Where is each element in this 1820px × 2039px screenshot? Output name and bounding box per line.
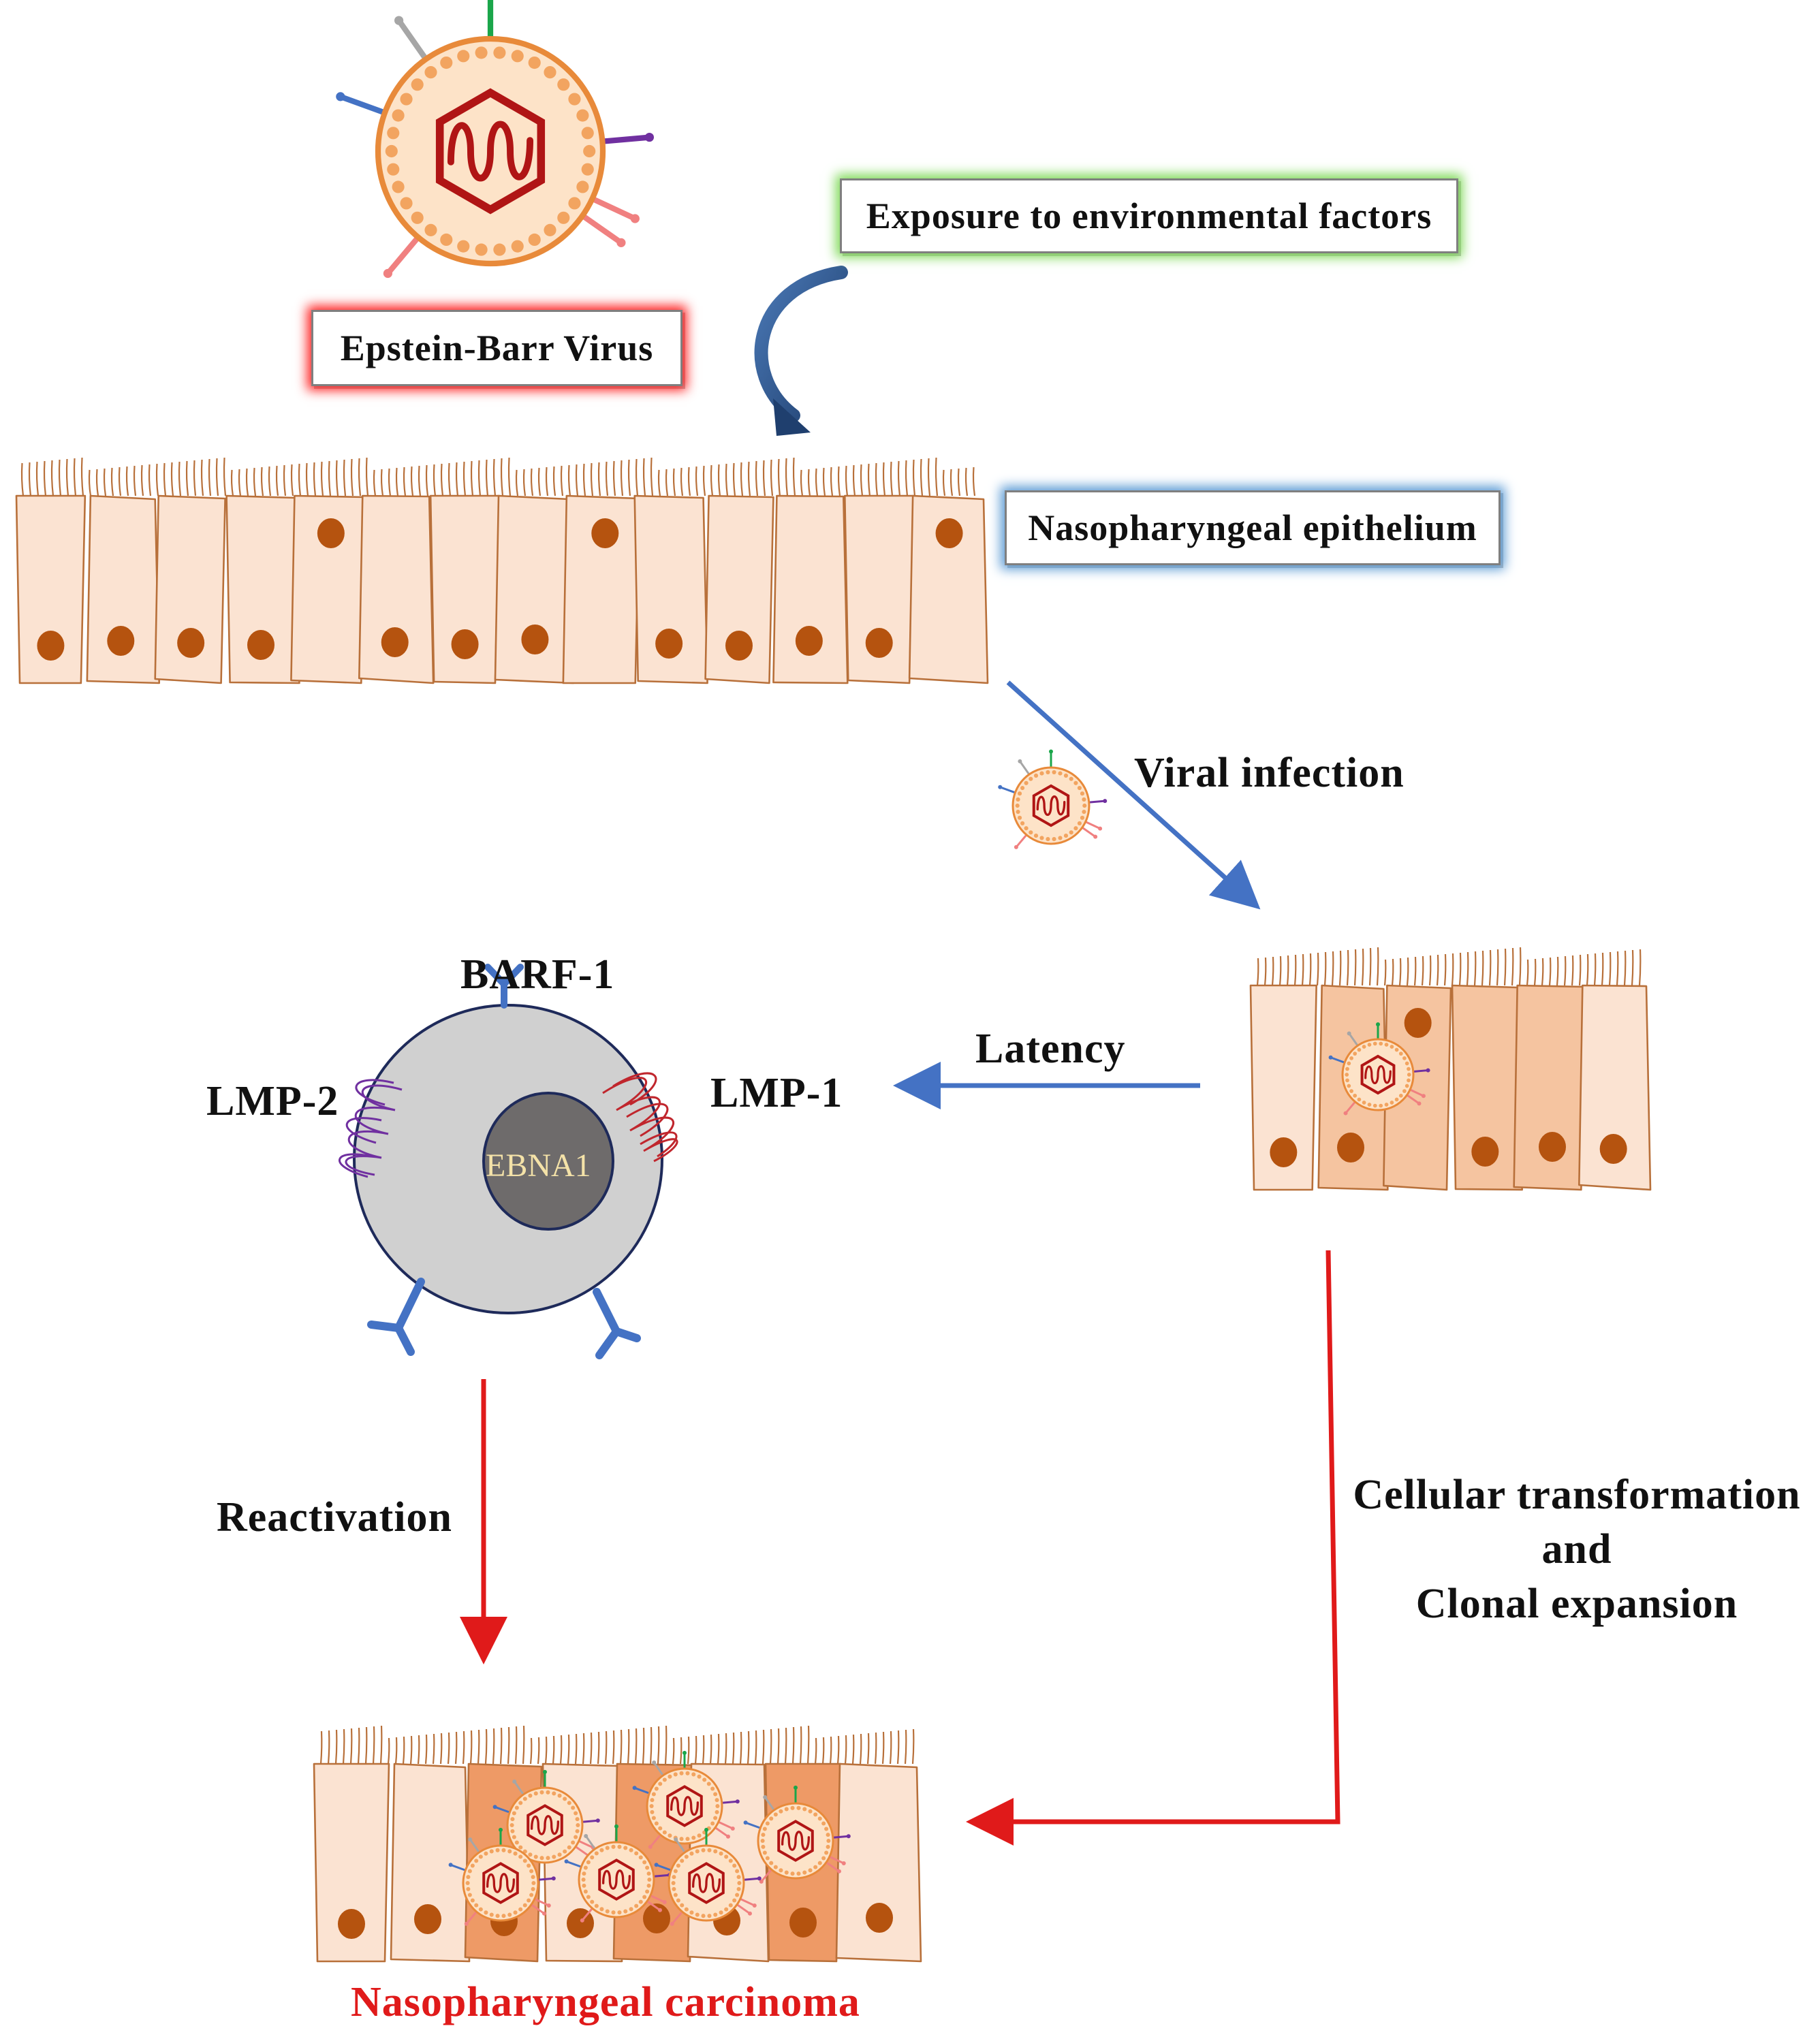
transformation-arrow [966,1250,1340,1846]
transformation-line-2: and [1541,1526,1612,1572]
small-virion-icon [998,749,1108,849]
lmp2-protein-icon [339,1079,403,1178]
latency-label: Latency [975,1026,1126,1072]
curved-arrow-icon [754,266,848,436]
epithelium-label-box: Nasopharyngeal epithelium [1005,490,1501,565]
viral-infection-arrow [1006,680,1261,910]
surface-receptor-icon [367,1278,641,1359]
carcinoma-epithelium-layer [313,1725,922,1963]
ebv-virion-icon [336,0,655,279]
carcinoma-label: Nasopharyngeal carcinoma [351,1979,860,2025]
infected-epithelium-layer [1249,947,1652,1191]
latent-infected-cell [339,964,678,1359]
lmp1-label: LMP-1 [710,1070,843,1116]
transformation-line-1: Cellular transformation [1353,1472,1801,1518]
barf1-label: BARF-1 [460,951,615,998]
transformation-line-3: Clonal expansion [1415,1581,1738,1627]
lmp1-protein-icon [602,1072,678,1163]
lmp2-label: LMP-2 [206,1078,339,1124]
exposure-label-box: Exposure to environmental factors [840,178,1458,253]
virus-label-box: Epstein-Barr Virus [311,310,682,386]
nasopharyngeal-epithelium-layer [15,457,989,684]
reactivation-label: Reactivation [217,1494,453,1540]
barf1-receptor-icon [484,964,524,1009]
ebna1-label: EBNA1 [486,1148,591,1184]
viral-infection-label: Viral infection [1134,750,1405,796]
transformation-label: Cellular transformation and Clonal expan… [1338,1468,1815,1631]
